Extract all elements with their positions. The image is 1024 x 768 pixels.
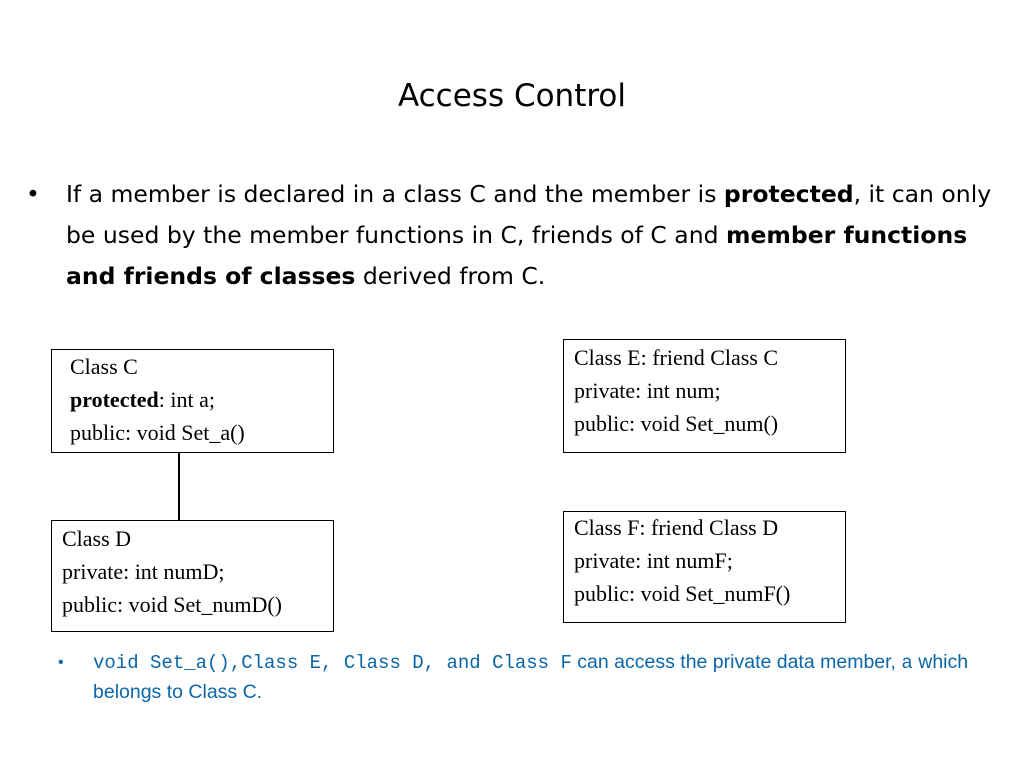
class-d-public-member: public: void Set_numD() [62, 592, 282, 617]
class-f-private-member: private: int numF; [574, 548, 733, 573]
class-c-box: Class C protected: int a; public: void S… [51, 349, 334, 453]
main-bullet-text-2: , it can only be used by the member func… [66, 180, 992, 249]
sub-bullet-text: void Set_a(),Class E, Class D, and Class… [93, 648, 1008, 707]
main-bullet-bold-member-functions: member functions and friends of classes [66, 221, 968, 290]
class-c-protected-rest: : int a; [158, 387, 216, 412]
class-f-box: Class F: friend Class D private: int num… [563, 511, 846, 623]
class-e-public-member: public: void Set_num() [574, 411, 779, 436]
main-bullet: • If a member is declared in a class C a… [26, 174, 1016, 297]
class-e-name: Class E: friend Class C [574, 345, 779, 370]
class-e-private-member: private: int num; [574, 378, 721, 403]
class-d-box: Class D private: int numD; public: void … [51, 520, 334, 632]
sub-bullet: • void Set_a(),Class E, Class D, and Cla… [58, 648, 1008, 707]
main-bullet-text-3: derived from C. [355, 262, 546, 290]
main-bullet-bold-protected: protected [723, 180, 854, 208]
class-f-name: Class F: friend Class D [574, 515, 779, 540]
sub-bullet-code-2: a [901, 652, 913, 674]
sub-bullet-text-2: which belongs to Class C. [93, 651, 969, 703]
class-c-protected-keyword: protected [70, 387, 159, 412]
sub-bullet-marker: • [58, 654, 64, 671]
inheritance-connector-line [178, 453, 180, 520]
sub-bullet-text-1: can access the private data member, [571, 651, 902, 673]
class-e-box: Class E: friend Class C private: int num… [563, 339, 846, 453]
sub-bullet-code-1: void Set_a(),Class E, Class D, and Class… [93, 652, 572, 674]
bullet-marker: • [26, 180, 40, 208]
class-c-protected-member: protected: int a; [70, 383, 333, 416]
class-c-public-member: public: void Set_a() [70, 420, 245, 445]
main-bullet-text: If a member is declared in a class C and… [66, 174, 1016, 297]
class-d-private-member: private: int numD; [62, 559, 225, 584]
class-d-name: Class D [62, 526, 132, 551]
class-c-name: Class C [70, 354, 138, 379]
class-f-public-member: public: void Set_numF() [574, 581, 791, 606]
main-bullet-text-1: If a member is declared in a class C and… [66, 180, 724, 208]
slide-title: Access Control [397, 78, 627, 114]
